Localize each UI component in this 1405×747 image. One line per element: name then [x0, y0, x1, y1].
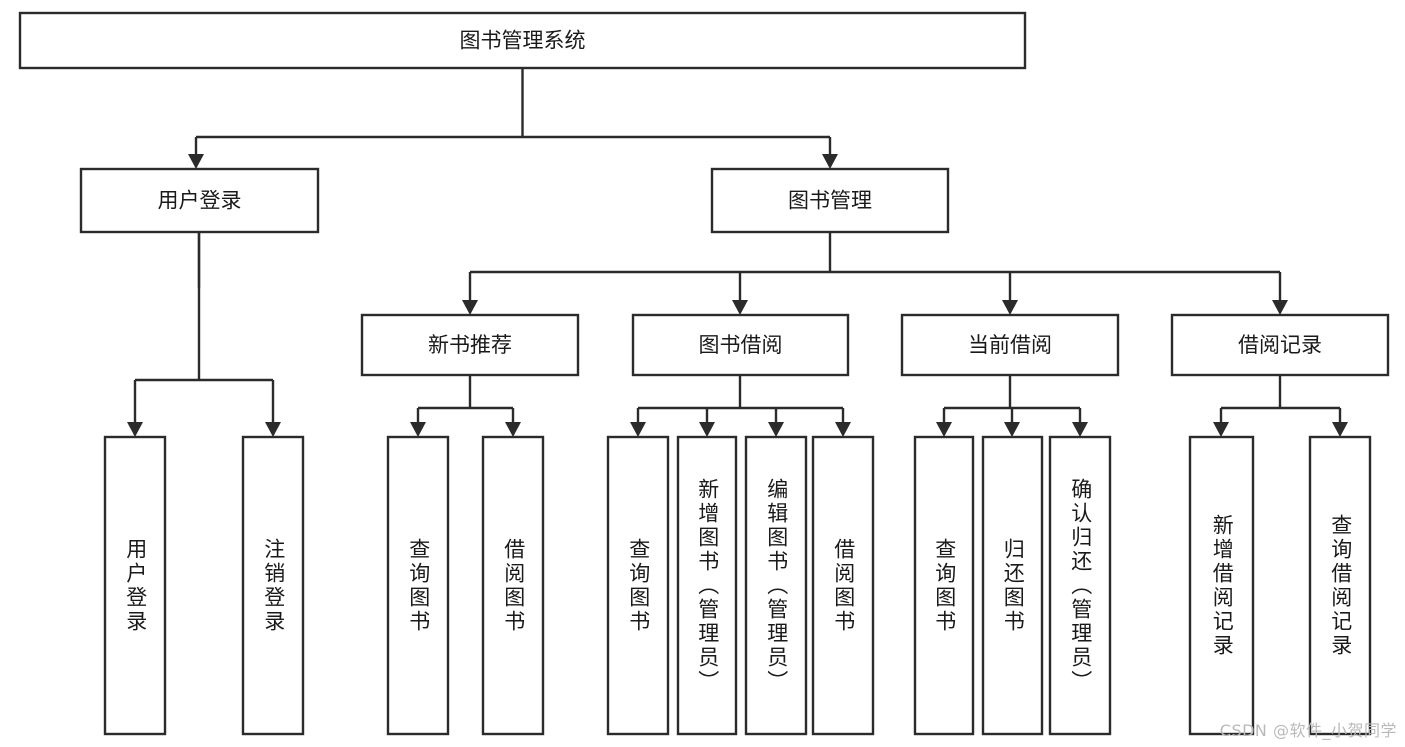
boxes-layer	[18, 11, 1390, 736]
node-label-root: 图书管理系统	[460, 29, 586, 53]
arrow-head-icon	[410, 422, 426, 437]
node-box-leaf-borrow-book-recommend[interactable]	[481, 435, 545, 736]
node-box-leaf-query-book-borrow[interactable]	[606, 435, 670, 736]
arrow-head-icon	[1213, 422, 1229, 437]
arrow-head-icon	[1002, 300, 1018, 315]
arrow-head-icon	[1272, 300, 1288, 315]
node-box-borrow-record[interactable]	[1170, 313, 1390, 377]
node-box-book-borrow[interactable]	[631, 313, 850, 377]
watermark-text: CSDN @软件_小贺同学	[1219, 721, 1397, 740]
node-box-leaf-edit-book[interactable]	[744, 435, 808, 736]
node-box-leaf-user-login[interactable]	[103, 435, 167, 736]
arrow-head-icon	[462, 300, 478, 315]
node-box-leaf-add-borrow-record[interactable]	[1188, 435, 1255, 736]
arrow-head-icon	[188, 154, 204, 169]
node-box-new-book-recommend[interactable]	[360, 313, 580, 377]
node-box-current-borrow[interactable]	[900, 313, 1120, 377]
arrow-head-icon	[127, 422, 143, 437]
node-label-borrow-record: 借阅记录	[1238, 333, 1322, 357]
arrow-head-icon	[732, 300, 748, 315]
node-box-leaf-borrow-book[interactable]	[811, 435, 875, 736]
connectors-layer	[127, 68, 1348, 437]
node-box-leaf-confirm-return[interactable]	[1048, 435, 1112, 736]
node-label-current-borrow: 当前借阅	[968, 333, 1052, 357]
node-box-leaf-query-book-recommend[interactable]	[386, 435, 450, 736]
arrow-head-icon	[505, 422, 521, 437]
arrow-head-icon	[835, 422, 851, 437]
node-box-user-login[interactable]	[79, 167, 320, 234]
node-label-user-login: 用户登录	[158, 189, 242, 213]
node-label-new-book-recommend: 新书推荐	[428, 333, 512, 357]
arrow-head-icon	[265, 422, 281, 437]
arrow-head-icon	[630, 422, 646, 437]
node-box-leaf-query-borrow-record[interactable]	[1308, 435, 1372, 736]
arrow-head-icon	[1004, 422, 1020, 437]
node-label-book-management: 图书管理	[788, 189, 872, 213]
arrow-head-icon	[936, 422, 952, 437]
arrow-head-icon	[699, 422, 715, 437]
node-box-leaf-add-book[interactable]	[676, 435, 738, 736]
node-box-root[interactable]	[18, 11, 1027, 70]
node-box-book-management[interactable]	[710, 167, 950, 234]
node-label-book-borrow: 图书借阅	[699, 333, 783, 357]
arrow-head-icon	[822, 154, 838, 169]
arrow-head-icon	[1072, 422, 1088, 437]
arrow-head-icon	[1332, 422, 1348, 437]
node-box-leaf-query-book-current[interactable]	[913, 435, 975, 736]
node-box-leaf-return-book[interactable]	[981, 435, 1044, 736]
node-box-leaf-user-logout[interactable]	[241, 435, 305, 736]
arrow-head-icon	[768, 422, 784, 437]
